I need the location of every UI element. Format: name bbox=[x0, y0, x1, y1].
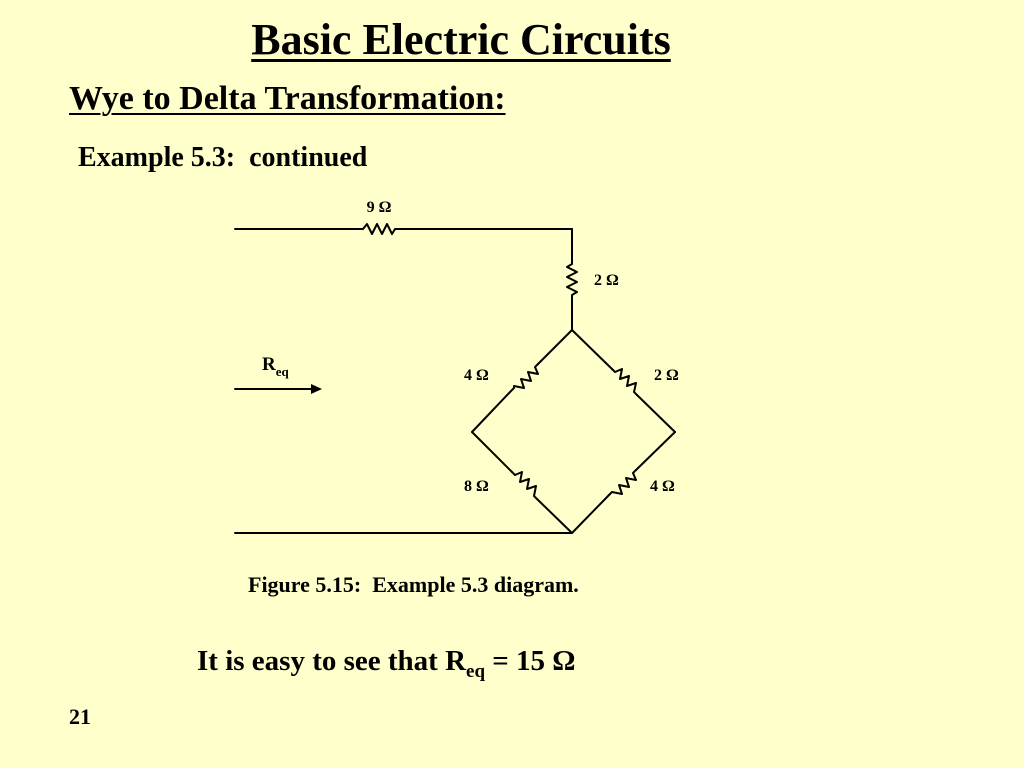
req-label-sub: eq bbox=[276, 364, 290, 379]
example-label: Example 5.3: continued bbox=[78, 142, 368, 173]
figure-caption: Figure 5.15: Example 5.3 diagram. bbox=[248, 572, 579, 597]
resistor-vertical bbox=[566, 259, 578, 299]
slide-title: Basic Electric Circuits bbox=[251, 15, 671, 64]
wire-upper-right-a bbox=[571, 329, 613, 370]
req-arrow-head bbox=[311, 384, 322, 394]
req-label-main: R bbox=[262, 354, 276, 375]
resistor-top-series bbox=[357, 223, 401, 235]
wire-lower-right-b bbox=[571, 494, 610, 534]
resistor-label-vertical: 2 Ω bbox=[594, 272, 619, 289]
resistor-label-top-series: 9 Ω bbox=[367, 199, 392, 216]
conclusion-text: It is easy to see that Req = 15 Ω bbox=[197, 645, 576, 683]
resistor-label-lower-left: 8 Ω bbox=[464, 478, 489, 495]
resistor-label-lower-right: 4 Ω bbox=[650, 478, 675, 495]
resistor-label-upper-right: 2 Ω bbox=[654, 367, 679, 384]
resistor-lower-right bbox=[608, 469, 637, 496]
req-label: Req bbox=[262, 354, 290, 379]
conclusion-subscript: eq bbox=[466, 660, 486, 682]
wire-lower-right-a bbox=[635, 431, 676, 471]
conclusion-suffix: = 15 Ω bbox=[485, 645, 576, 677]
resistor-upper-right bbox=[611, 368, 638, 396]
wire-upper-right-b bbox=[636, 394, 676, 433]
resistor-label-upper-left: 4 Ω bbox=[464, 367, 489, 384]
wire-upper-left-b bbox=[471, 390, 512, 433]
slide-number: 21 bbox=[69, 704, 91, 729]
slide-subtitle: Wye to Delta Transformation: bbox=[69, 80, 506, 117]
wire-lower-left-a bbox=[471, 431, 513, 473]
resistor-upper-left bbox=[510, 363, 539, 392]
wire-upper-left-a bbox=[537, 329, 573, 365]
conclusion-prefix: It is easy to see that R bbox=[197, 645, 467, 677]
wire-lower-left-b bbox=[536, 498, 573, 534]
resistor-lower-left bbox=[511, 471, 538, 500]
